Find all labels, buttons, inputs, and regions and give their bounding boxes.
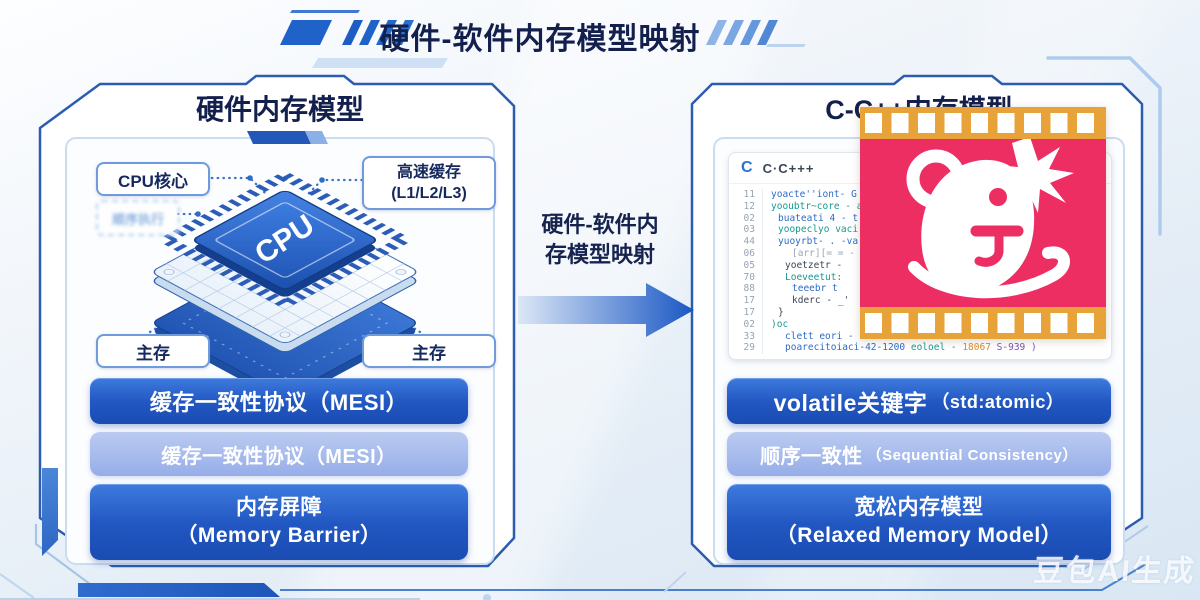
- film-strip-rat-sticker: [860, 107, 1106, 339]
- mapping-arrow: [518, 283, 694, 337]
- relaxed-memory-model-button[interactable]: 宽松内存模型 （Relaxed Memory Model）: [727, 484, 1111, 560]
- header-decoration-left: [280, 10, 448, 68]
- left-panel-title: 硬件内存模型: [195, 94, 364, 125]
- main-memory-label-left: 主存: [96, 334, 210, 368]
- header-decoration-right: [706, 20, 806, 47]
- left-edge-accent: [42, 468, 58, 556]
- code-editor-title: C·C+++: [762, 160, 815, 176]
- cache-label: 高速缓存 (L1/L2/L3): [362, 156, 496, 210]
- cpu-chip-illustration: CPU: [153, 170, 417, 402]
- cpu-core-label: CPU核心: [96, 162, 210, 196]
- underline-bar: [78, 583, 280, 597]
- film-strip-top-band: [860, 107, 1106, 139]
- sequential-consistency-button[interactable]: 顺序一致性 （Sequential Consistency）: [727, 432, 1111, 476]
- c-language-icon: C: [741, 159, 753, 176]
- blurred-label: 顺序执行: [96, 200, 180, 236]
- mesi-protocol-button-light[interactable]: 缓存一致性协议（MESI）: [90, 432, 468, 476]
- code-line: 17}: [733, 306, 1111, 319]
- mesi-protocol-button-dark[interactable]: 缓存一致性协议（MESI）: [90, 378, 468, 424]
- film-strip-body: [860, 139, 1106, 307]
- main-memory-label-right: 主存: [362, 334, 496, 368]
- volatile-keyword-button[interactable]: volatile关键字 （std:atomic）: [727, 378, 1111, 424]
- film-sprocket-holes: [865, 113, 1101, 133]
- rat-logo-icon: [906, 139, 1074, 299]
- memory-barrier-button[interactable]: 内存屏障 （Memory Barrier）: [90, 484, 468, 560]
- mapping-arrow-label: 硬件-软件内 存模型映射: [541, 212, 659, 267]
- film-sprocket-holes: [865, 313, 1101, 333]
- film-strip-bottom-band: [860, 307, 1106, 339]
- page-title: 硬件-软件内存模型映射: [379, 23, 701, 56]
- ai-generated-watermark: 豆包AI生成: [1032, 555, 1198, 588]
- code-line: 02)oc: [733, 318, 1111, 331]
